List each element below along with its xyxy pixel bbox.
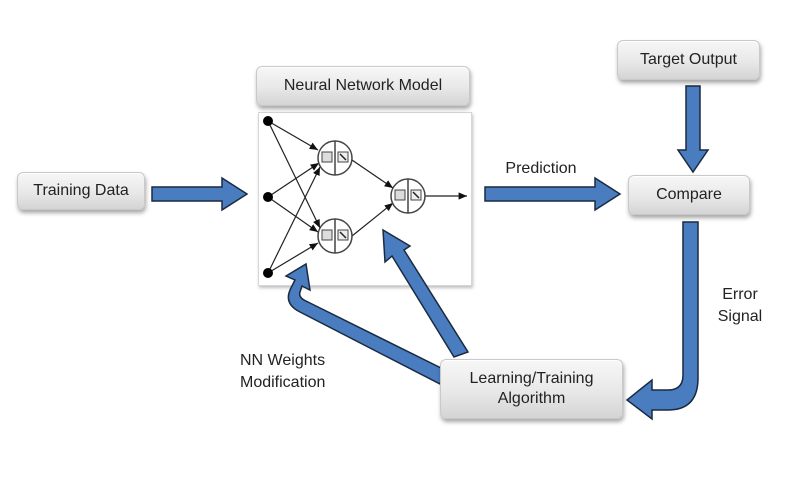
training-data-label: Training Data bbox=[33, 182, 129, 199]
nn-model-label: Neural Network Model bbox=[283, 77, 443, 94]
target-output-node: Target Output bbox=[617, 40, 760, 80]
edge-i1-h1 bbox=[267, 120, 319, 151]
input-node bbox=[263, 116, 273, 126]
compare-label: Compare bbox=[656, 186, 722, 203]
weights-modification-line2: Modification bbox=[240, 374, 326, 391]
neuron-output bbox=[390, 178, 426, 214]
target-output-label: Target Output bbox=[640, 51, 737, 68]
edge-h1-o bbox=[351, 159, 394, 189]
arrow-to-output-weights bbox=[382, 228, 470, 358]
learning-algorithm-label-line1: Learning/Training bbox=[469, 370, 594, 387]
nn-connections bbox=[267, 120, 467, 274]
error-signal-line1: Error bbox=[722, 286, 758, 303]
input-node bbox=[263, 268, 273, 278]
input-node bbox=[263, 192, 273, 202]
weights-modification-line1: NN Weights bbox=[240, 352, 326, 369]
arrow-to-input-weights bbox=[284, 262, 446, 386]
weights-modification-label: NN Weights Modification bbox=[240, 350, 350, 394]
arrow-prediction bbox=[484, 176, 622, 212]
edge-h2-o bbox=[351, 202, 394, 237]
neuron-hidden-1 bbox=[317, 140, 353, 176]
learning-algorithm-label-line2: Algorithm bbox=[497, 390, 566, 407]
error-signal-label: Error Signal bbox=[710, 284, 770, 328]
edge-i1-h2 bbox=[267, 120, 321, 229]
edge-i3-h2 bbox=[267, 242, 319, 274]
training-data-node: Training Data bbox=[17, 172, 145, 210]
edge-i3-h1 bbox=[267, 166, 321, 274]
compare-node: Compare bbox=[628, 175, 750, 215]
edge-i2-h2 bbox=[267, 196, 319, 233]
error-signal-line2: Signal bbox=[717, 308, 763, 325]
neuron-hidden-2 bbox=[317, 218, 353, 254]
edge-i2-h1 bbox=[267, 162, 320, 198]
learning-algorithm-node: Learning/Training Algorithm bbox=[440, 359, 623, 419]
arrow-target-to-compare bbox=[676, 85, 710, 174]
arrow-training-to-model bbox=[151, 176, 249, 212]
arrow-error-signal bbox=[625, 221, 699, 421]
prediction-label: Prediction bbox=[505, 160, 577, 177]
nn-model-header: Neural Network Model bbox=[256, 66, 470, 106]
